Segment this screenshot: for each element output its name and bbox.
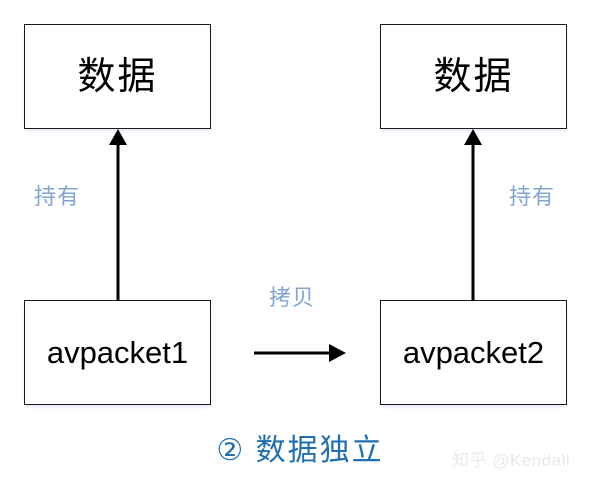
node-avpacket2-label: avpacket2 xyxy=(402,335,545,370)
node-data-left-label: 数据 xyxy=(77,55,158,98)
edge-label-hold-right: 持有 xyxy=(509,184,556,209)
arrow-shaft xyxy=(116,142,120,301)
node-data-right: 数据 xyxy=(380,24,567,129)
arrow-copy-icon xyxy=(254,344,346,362)
node-data-left: 数据 xyxy=(24,24,211,129)
node-avpacket2: avpacket2 xyxy=(380,300,567,405)
node-data-right-label: 数据 xyxy=(433,55,514,98)
arrow-hold-right-icon xyxy=(462,129,484,301)
node-avpacket1-label: avpacket1 xyxy=(46,335,189,370)
arrow-hold-left-icon xyxy=(107,129,129,301)
edge-label-hold-left: 持有 xyxy=(34,184,81,209)
node-avpacket1: avpacket1 xyxy=(24,300,211,405)
edge-label-copy: 拷贝 xyxy=(269,285,316,310)
arrow-shaft xyxy=(471,142,475,301)
arrow-shaft xyxy=(254,351,332,355)
arrowhead-up-icon xyxy=(464,129,482,145)
diagram-caption: ② 数据独立 xyxy=(216,434,384,467)
watermark: 知乎 @Kendall xyxy=(452,451,571,470)
arrowhead-up-icon xyxy=(109,129,127,145)
arrowhead-right-icon xyxy=(329,344,346,362)
